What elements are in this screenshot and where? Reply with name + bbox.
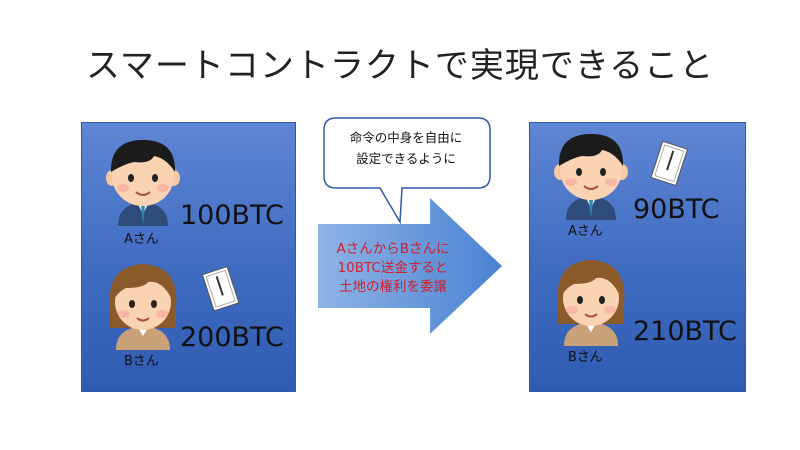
arrow-line-2: 10BTC送金すると	[337, 260, 449, 276]
person-b-before-amount: 200BTC	[180, 322, 284, 353]
transfer-arrow	[318, 198, 502, 334]
person-a-before-label: Aさん	[124, 232, 159, 247]
person-b-after-amount: 210BTC	[633, 316, 737, 347]
speech-bubble	[323, 117, 491, 225]
person-b-avatar	[557, 260, 625, 346]
arrow-line-3: 土地の権利を委譲	[339, 279, 447, 295]
person-a-before-amount: 100BTC	[180, 200, 284, 231]
person-b-avatar	[109, 264, 177, 350]
bubble-line-1: 命令の中身を自由に	[349, 130, 463, 145]
bubble-line-2: 設定できるように	[356, 151, 456, 166]
arrow-line-1: AさんからBさんに	[336, 241, 450, 257]
person-a-after-label: Aさん	[568, 224, 603, 239]
bubble-text: 命令の中身を自由に 設定できるように	[326, 127, 486, 169]
person-a-after-amount: 90BTC	[633, 194, 720, 225]
person-a-avatar	[554, 134, 628, 220]
land-deed-document-icon	[650, 140, 688, 187]
person-a-avatar	[106, 140, 180, 226]
arrow-text: AさんからBさんに 10BTC送金すると 土地の権利を委譲	[318, 240, 468, 297]
land-deed-document-icon	[201, 266, 240, 312]
person-b-before-label: Bさん	[124, 354, 159, 369]
person-b-after-label: Bさん	[568, 350, 603, 365]
slide-title: スマートコントラクトで実現できること	[85, 46, 715, 86]
